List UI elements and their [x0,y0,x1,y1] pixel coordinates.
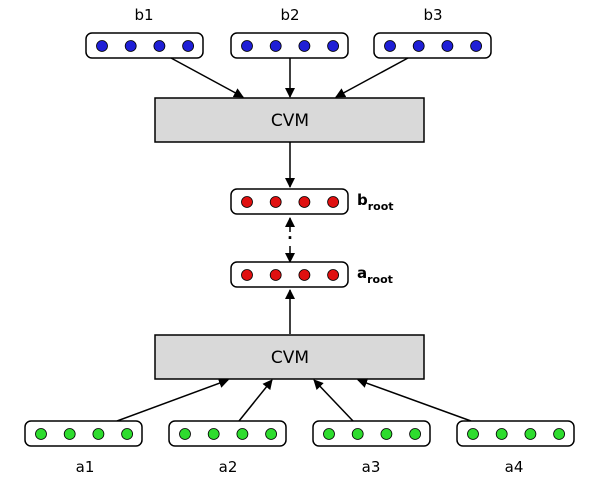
neuron-dot [351,428,364,440]
neuron-dot [241,196,253,208]
neuron-dot [409,428,422,440]
vector-a2 [168,420,287,447]
neuron-dot [441,40,454,52]
neuron-dot [179,428,191,440]
cvm-bottom-box: CVM [154,334,425,380]
vector-b2 [230,32,349,59]
vector-a-root [230,261,349,288]
neuron-dot [63,428,76,440]
vector-b-root [230,188,349,215]
vector-b3 [373,32,492,59]
neuron-dot [495,428,508,440]
neuron-dot [153,40,166,52]
neuron-dot [269,269,282,281]
neuron-dot [269,196,282,208]
neuron-dot [327,269,340,281]
label-b3: b3 [423,6,442,24]
label-b2: b2 [280,6,299,24]
neuron-dot [121,428,133,440]
arrow-a2-to-cvm [238,379,273,422]
neuron-dot [524,428,537,440]
similarity-symbol: · [287,229,293,247]
neuron-dot [241,269,253,281]
neuron-dot [298,269,311,281]
vector-b1 [85,32,204,59]
label-a4: a4 [505,458,524,476]
neuron-dot [327,196,340,208]
label-a2: a2 [219,458,238,476]
arrow-b1-to-cvm [170,57,244,98]
label-a3: a3 [362,458,381,476]
neuron-dot [412,40,425,52]
neuron-dot [298,40,311,52]
cvm-top-label: CVM [271,111,309,131]
cvm-bottom-label: CVM [271,348,309,368]
neuron-dot [269,40,282,52]
vector-a1 [24,420,143,447]
arrow-b3-to-cvm [335,57,409,98]
cvm-top-box: CVM [154,97,425,143]
arrow-a1-to-cvm [116,378,229,422]
label-b1: b1 [134,6,153,24]
neuron-dot [467,428,479,440]
neuron-dot [380,428,393,440]
neuron-dot [470,40,483,52]
neuron-dot [553,428,565,440]
neuron-dot [35,428,47,440]
label-b-root: broot [357,191,394,213]
vector-a4 [456,420,575,447]
neuron-dot [323,428,335,440]
neuron-dot [265,428,278,440]
neuron-dot [207,428,220,440]
neuron-dot [327,40,340,52]
label-a1: a1 [76,458,95,476]
neuron-dot [298,196,311,208]
neuron-dot [124,40,137,52]
neuron-dot [96,40,108,52]
vector-a3 [312,420,431,447]
arrow-a3-to-cvm [313,379,354,422]
neuron-dot [92,428,105,440]
neuron-dot [236,428,249,440]
neuron-dot [182,40,195,52]
label-a-root: aroot [357,264,393,286]
arrow-a4-to-cvm [357,378,472,422]
neuron-dot [384,40,396,52]
neuron-dot [241,40,253,52]
